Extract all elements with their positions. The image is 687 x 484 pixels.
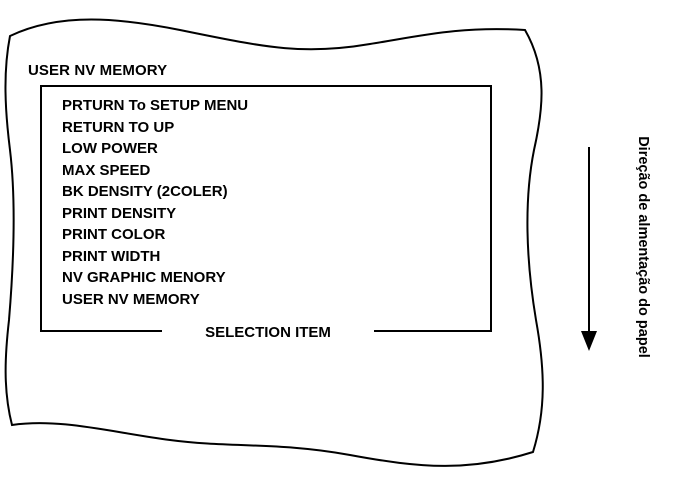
menu-item: USER NV MEMORY (62, 290, 200, 308)
menu-item: PRINT COLOR (62, 226, 166, 243)
arrow-down-icon (581, 147, 597, 351)
frame-caption: SELECTION ITEM (162, 323, 374, 343)
menu-item: RETURN TO UP (62, 118, 175, 136)
paper-feed-direction-label: Direção de almentação do papel (635, 136, 651, 358)
menu-item: PRINT WIDTH (62, 247, 161, 265)
paper-heading: USER NV MEMORY (28, 62, 168, 79)
menu-item-list: PRTURN To SETUP MENU RETURN TO UP LOW POWE… (62, 95, 248, 310)
menu-item: MAX SPEED (62, 161, 151, 179)
menu-item: NV GRAPHIC MENORY (62, 269, 226, 286)
menu-item: PRTURN To SETUP MENU (62, 97, 249, 114)
menu-item: BK DENSITY (2COLER) (62, 183, 228, 200)
menu-item: PRINT DENSITY (62, 204, 177, 222)
menu-item: LOW POWER (62, 140, 158, 157)
